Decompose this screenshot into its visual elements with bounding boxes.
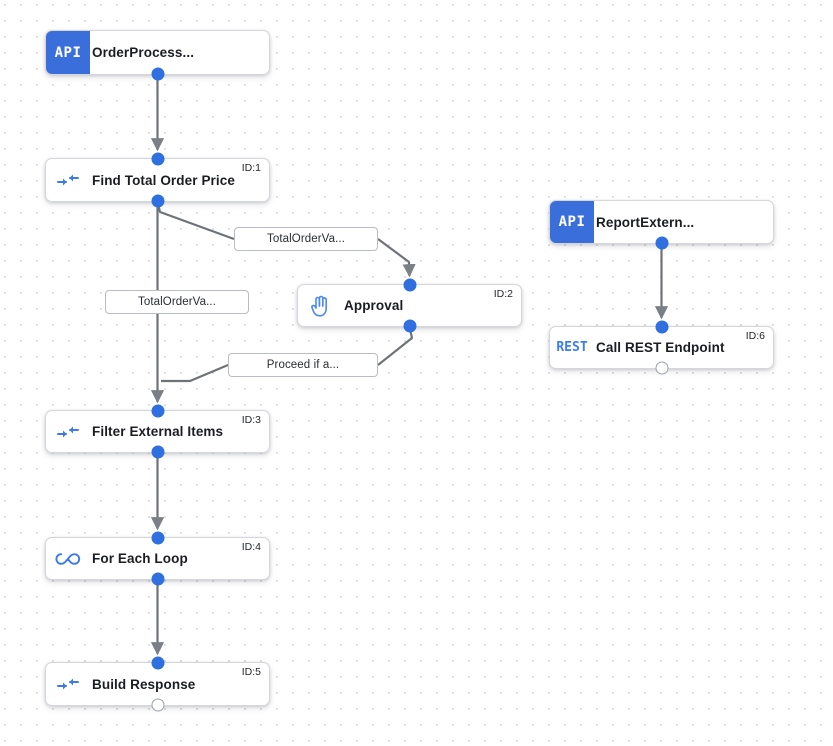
node-report-external[interactable]: API ReportExtern... — [549, 200, 774, 250]
node-input-port[interactable] — [151, 656, 164, 670]
edge-label-text: TotalOrderVa... — [267, 233, 345, 245]
transform-arrows-icon — [46, 663, 90, 705]
node-id-label: ID:6 — [745, 330, 765, 342]
api-badge-icon: API — [550, 201, 594, 243]
node-input-port[interactable] — [151, 531, 164, 545]
rest-text-icon: REST — [550, 327, 594, 368]
edge-approval-to-filter-head — [377, 326, 414, 366]
node-output-port[interactable] — [151, 67, 164, 81]
node-id-label: ID:2 — [493, 288, 513, 300]
transform-arrows-icon — [46, 411, 90, 452]
edge-label-text: TotalOrderVa... — [138, 296, 216, 308]
api-badge-label: API — [558, 214, 586, 230]
node-for-each-loop[interactable]: For Each Loop ID:4 — [45, 531, 270, 586]
transform-arrows-icon — [46, 159, 90, 201]
node-input-port[interactable] — [151, 404, 164, 418]
rest-badge-label: REST — [556, 340, 588, 355]
node-input-port[interactable] — [403, 278, 416, 292]
node-approval[interactable]: Approval ID:2 — [297, 278, 522, 333]
node-filter-external-items[interactable]: Filter External Items ID:3 — [45, 404, 270, 459]
node-title: Find Total Order Price — [92, 172, 235, 188]
node-order-process[interactable]: API OrderProcess... — [45, 30, 270, 81]
edge-findtotal-to-approval-tail — [377, 238, 416, 278]
node-output-port[interactable] — [403, 319, 416, 333]
node-id-label: ID:4 — [241, 541, 261, 553]
node-title: ReportExtern... — [596, 214, 695, 230]
edge-label-proceed-if[interactable]: Proceed if a... — [228, 353, 378, 377]
node-output-port[interactable] — [655, 361, 668, 375]
node-find-total-order-price[interactable]: Find Total Order Price ID:1 — [45, 152, 270, 208]
edge-approval-to-filter-tail — [161, 363, 229, 383]
node-title: Call REST Endpoint — [596, 340, 725, 355]
loop-infinity-icon — [46, 538, 90, 579]
node-id-label: ID:3 — [241, 414, 261, 426]
node-title: For Each Loop — [92, 551, 188, 566]
node-title: OrderProcess... — [92, 45, 195, 60]
node-output-port[interactable] — [151, 445, 164, 459]
node-input-port[interactable] — [151, 152, 164, 166]
hand-icon — [298, 285, 342, 326]
node-output-port[interactable] — [151, 194, 164, 208]
node-title: Build Response — [92, 676, 196, 692]
edge-label-total-order-value-upper[interactable]: TotalOrderVa... — [234, 227, 378, 251]
node-output-port[interactable] — [655, 236, 668, 250]
node-output-port[interactable] — [151, 698, 164, 712]
edge-label-text: Proceed if a... — [266, 359, 340, 371]
node-title: Filter External Items — [92, 424, 224, 439]
node-build-response[interactable]: Build Response ID:5 — [45, 656, 270, 712]
api-badge-icon: API — [46, 31, 90, 74]
api-badge-label: API — [54, 44, 82, 61]
node-output-port[interactable] — [151, 572, 164, 586]
node-call-rest-endpoint[interactable]: REST Call REST Endpoint ID:6 — [549, 320, 774, 375]
node-id-label: ID:1 — [241, 162, 261, 174]
edge-findtotal-to-approval — [156, 201, 235, 241]
edge-label-total-order-value-lower[interactable]: TotalOrderVa... — [105, 290, 249, 314]
node-input-port[interactable] — [655, 320, 668, 334]
node-title: Approval — [344, 298, 404, 313]
node-id-label: ID:5 — [241, 666, 261, 678]
